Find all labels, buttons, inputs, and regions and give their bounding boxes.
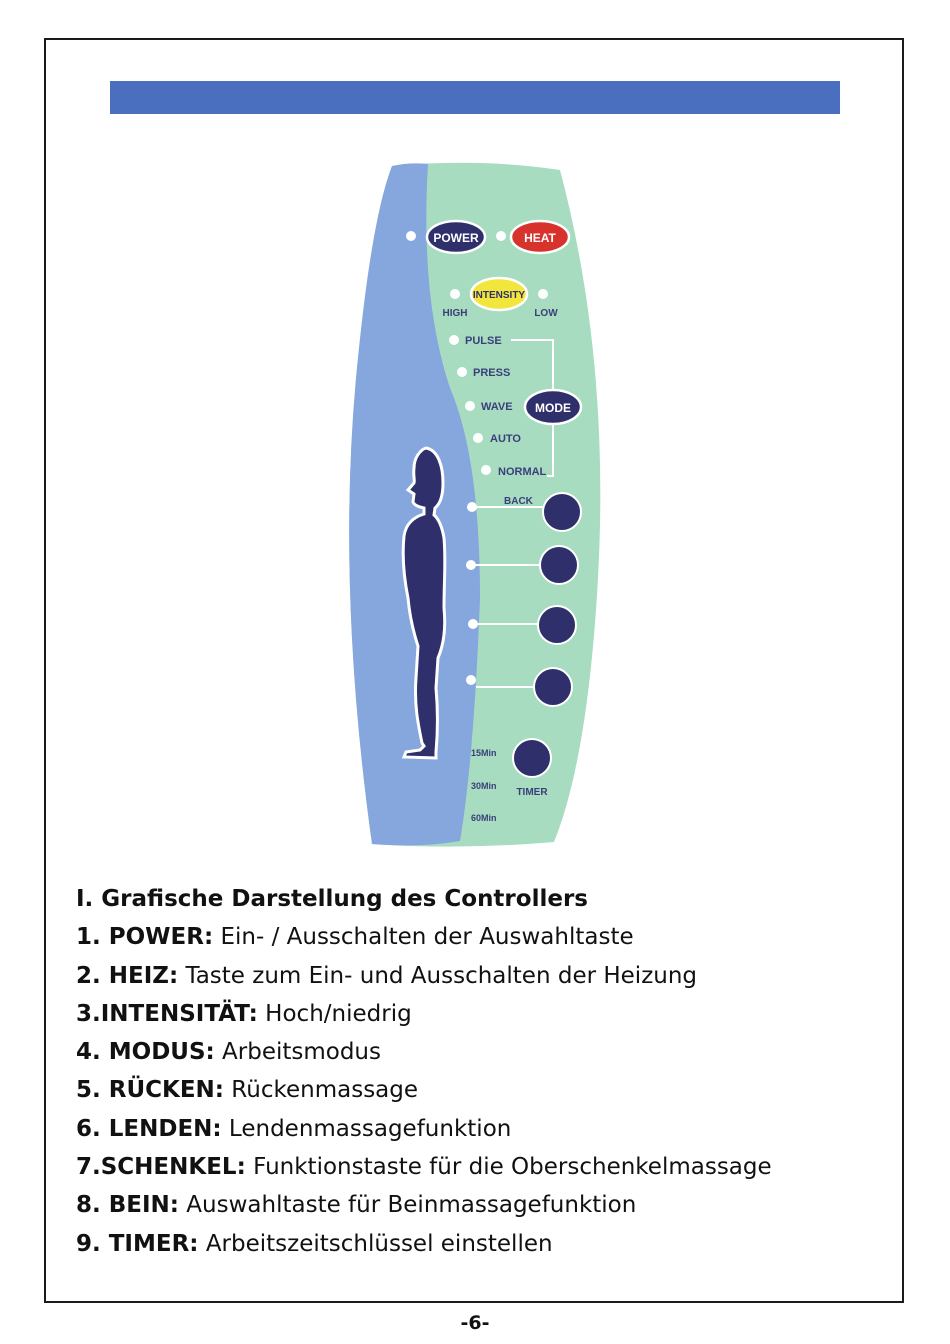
mode-bracket-line bbox=[511, 339, 554, 477]
mode-auto-label: AUTO bbox=[490, 433, 521, 445]
item-text: Taste zum Ein- und Ausschalten der Heizu… bbox=[178, 962, 698, 989]
item-text: Arbeitsmodus bbox=[214, 1039, 381, 1066]
intensity-button[interactable]: INTENSITY bbox=[469, 276, 529, 312]
zone1-led bbox=[467, 502, 477, 512]
list-item: 4. MODUS: Arbeitsmodus bbox=[76, 1033, 896, 1071]
item-text: Hoch/niedrig bbox=[257, 1000, 412, 1027]
item-key: 6. LENDEN: bbox=[76, 1115, 222, 1142]
lumbar-button[interactable] bbox=[539, 545, 579, 585]
intensity-high-led bbox=[450, 289, 460, 299]
timer-button[interactable] bbox=[512, 738, 552, 778]
controller-description: I. Grafische Darstellung des Controllers… bbox=[76, 880, 896, 1263]
mode-button-label: MODE bbox=[535, 401, 571, 415]
item-text: Funktionstaste für die Oberschenkelmassa… bbox=[245, 1154, 772, 1181]
mode-press-label: PRESS bbox=[473, 367, 510, 379]
list-item: 9. TIMER: Arbeitszeitschlüssel einstelle… bbox=[76, 1225, 896, 1263]
list-item: 3.INTENSITÄT: Hoch/niedrig bbox=[76, 995, 896, 1033]
mode-wave-led bbox=[465, 401, 475, 411]
timer-label: TIMER bbox=[516, 787, 548, 798]
list-item: 1. POWER: Ein- / Ausschalten der Auswahl… bbox=[76, 918, 896, 956]
heat-button[interactable]: HEAT bbox=[509, 219, 571, 255]
heat-led bbox=[496, 231, 506, 241]
mode-pulse-label: PULSE bbox=[465, 335, 502, 347]
power-button[interactable]: POWER bbox=[425, 219, 487, 255]
item-text: Lendenmassagefunktion bbox=[221, 1115, 512, 1142]
mode-normal-led bbox=[481, 465, 491, 475]
mode-wave-label: WAVE bbox=[481, 401, 513, 413]
list-item: 2. HEIZ: Taste zum Ein- und Ausschalten … bbox=[76, 957, 896, 995]
back-button[interactable] bbox=[542, 492, 582, 532]
thigh-button[interactable] bbox=[537, 605, 577, 645]
list-item: 6. LENDEN: Lendenmassagefunktion bbox=[76, 1110, 896, 1148]
intensity-button-label: INTENSITY bbox=[473, 290, 526, 301]
item-key: 1. POWER: bbox=[76, 924, 214, 951]
mode-button[interactable]: MODE bbox=[523, 388, 583, 426]
back-zone-label: BACK bbox=[504, 496, 534, 507]
mode-pulse-led bbox=[449, 335, 459, 345]
item-key: 4. MODUS: bbox=[76, 1039, 215, 1066]
item-text: Auswahltaste für Beinmassagefunktion bbox=[179, 1192, 637, 1219]
list-item: 7.SCHENKEL: Funktionstaste für die Obers… bbox=[76, 1148, 896, 1186]
controller-illustration: POWER HEAT INTENSITY HIGH LOW PULSE PRES… bbox=[340, 158, 610, 850]
item-text: Ein- / Ausschalten der Auswahltaste bbox=[213, 924, 634, 951]
item-key: 5. RÜCKEN: bbox=[76, 1077, 224, 1104]
intensity-low-led bbox=[538, 289, 548, 299]
mode-auto-led bbox=[473, 433, 483, 443]
header-bar bbox=[110, 81, 840, 114]
power-button-label: POWER bbox=[433, 231, 479, 245]
intensity-low-label: LOW bbox=[534, 308, 558, 319]
item-key: 9. TIMER: bbox=[76, 1230, 199, 1257]
zone2-led bbox=[466, 560, 476, 570]
list-item: 5. RÜCKEN: Rückenmassage bbox=[76, 1071, 896, 1109]
human-silhouette bbox=[401, 446, 447, 760]
page-border bbox=[44, 38, 904, 1303]
item-text: Rückenmassage bbox=[224, 1077, 419, 1104]
item-key: 3.INTENSITÄT: bbox=[76, 1000, 258, 1027]
item-key: 2. HEIZ: bbox=[76, 962, 179, 989]
mode-normal-label: NORMAL bbox=[498, 466, 547, 478]
power-led bbox=[406, 231, 416, 241]
timer-15-label: 15Min bbox=[471, 748, 497, 758]
item-text: Arbeitszeitschlüssel einstellen bbox=[198, 1230, 553, 1257]
item-key: 8. BEIN: bbox=[76, 1192, 179, 1219]
zone4-led bbox=[466, 675, 476, 685]
timer-30-label: 30Min bbox=[471, 781, 497, 791]
page-number: -6- bbox=[460, 1312, 490, 1334]
zone3-led bbox=[468, 619, 478, 629]
item-key: 7.SCHENKEL: bbox=[76, 1154, 246, 1181]
mode-press-led bbox=[457, 367, 467, 377]
leg-button[interactable] bbox=[533, 667, 573, 707]
section-heading: I. Grafische Darstellung des Controllers bbox=[76, 886, 588, 912]
controller-svg: POWER HEAT INTENSITY HIGH LOW PULSE PRES… bbox=[349, 162, 601, 847]
heat-button-label: HEAT bbox=[524, 231, 556, 245]
timer-60-label: 60Min bbox=[471, 813, 497, 823]
intensity-high-label: HIGH bbox=[443, 308, 468, 319]
list-item: 8. BEIN: Auswahltaste für Beinmassagefun… bbox=[76, 1186, 896, 1224]
